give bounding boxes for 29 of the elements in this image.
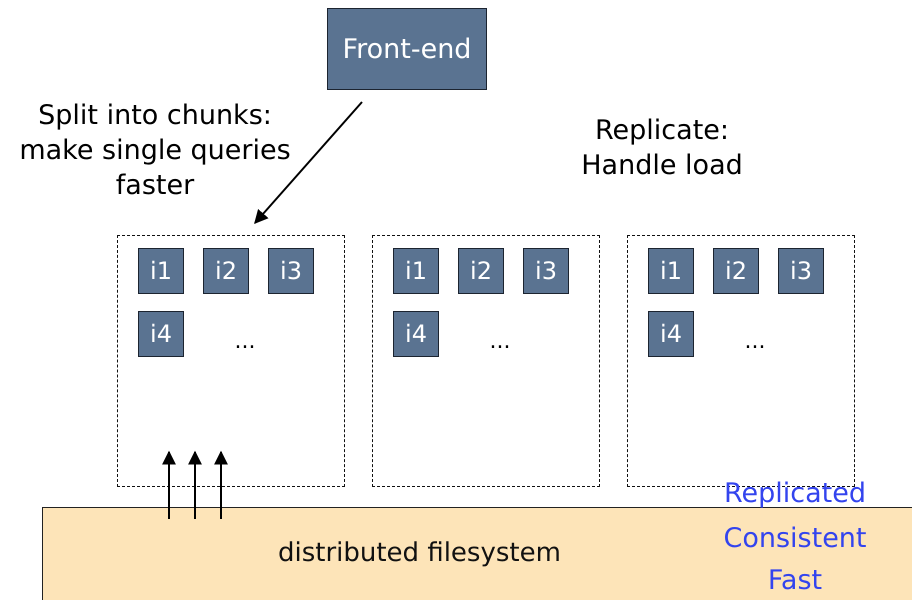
- band-text: distributed filesystem: [278, 538, 561, 568]
- dashed-group-box: [117, 235, 345, 487]
- index-chunk-box: i1: [393, 248, 439, 294]
- annotation-text: Fast: [766, 564, 824, 598]
- arrow: [188, 450, 202, 519]
- arrow: [162, 450, 176, 519]
- index-chunk-box: i1: [138, 248, 184, 294]
- index-chunk-box: i4: [138, 311, 184, 357]
- index-chunk-box: i2: [458, 248, 504, 294]
- index-chunk-box: i1: [648, 248, 694, 294]
- annotation-text: ...: [234, 328, 256, 356]
- annotation-text: ...: [744, 328, 766, 356]
- index-chunk-box: i3: [523, 248, 569, 294]
- index-chunk-box: i4: [648, 311, 694, 357]
- annotation-text: Split into chunks: make single queries faster: [18, 99, 292, 204]
- frontend-box: Front-end: [327, 8, 487, 90]
- index-chunk-box: i2: [203, 248, 249, 294]
- annotation-text: Replicated: [722, 477, 868, 511]
- index-chunk-box: i3: [778, 248, 824, 294]
- annotation-text: ...: [488, 328, 512, 356]
- index-chunk-box: i2: [713, 248, 759, 294]
- index-chunk-box: i3: [268, 248, 314, 294]
- filesystem-band: [42, 507, 912, 600]
- index-chunk-box: i4: [393, 311, 439, 357]
- dashed-group-box: [372, 235, 600, 487]
- annotation-text: Replicate: Handle load: [580, 114, 744, 184]
- arrow: [214, 450, 228, 519]
- arrow: [254, 101, 363, 224]
- annotation-text: Consistent: [722, 522, 868, 556]
